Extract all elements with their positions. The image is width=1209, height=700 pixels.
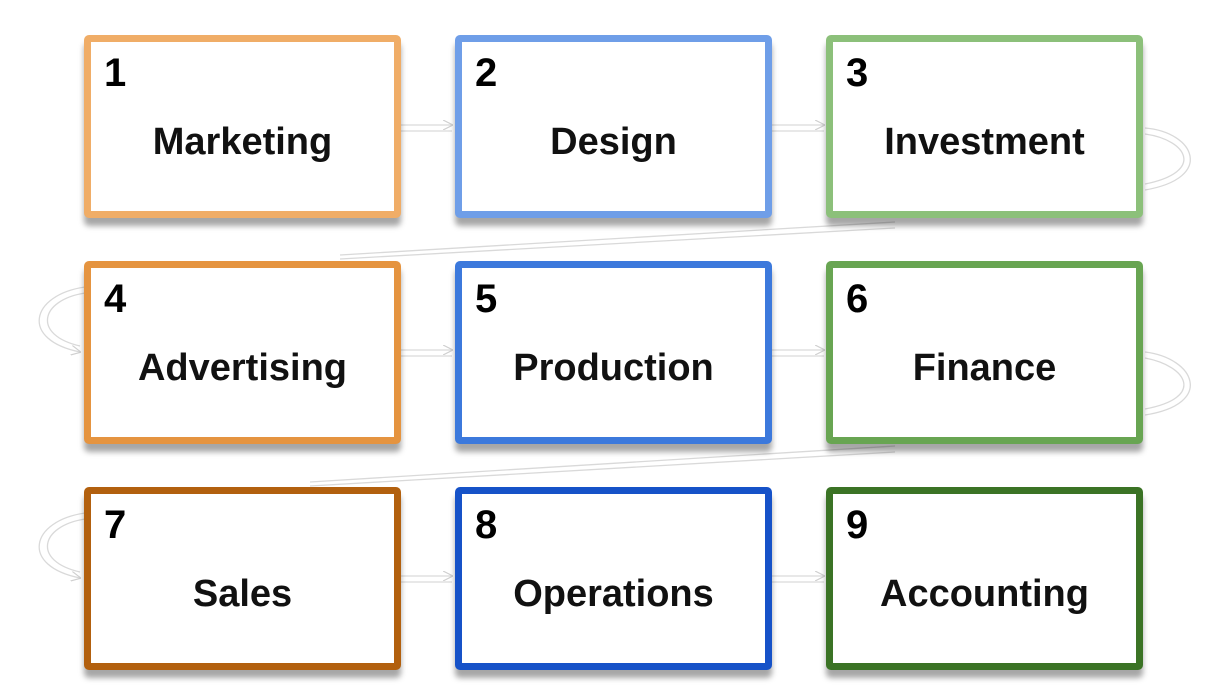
step-number: 1 — [96, 47, 144, 99]
step-number: 5 — [467, 273, 515, 325]
step-box-finance: 6 Finance — [826, 261, 1143, 444]
step-label: Marketing — [152, 121, 333, 163]
arrow-7-to-8 — [400, 576, 452, 583]
step-number: 8 — [467, 499, 515, 551]
step-box-investment: 3 Investment — [826, 35, 1143, 218]
step-label: Design — [550, 121, 677, 163]
arrow-6-to-7 — [38, 351, 1191, 578]
arrow-3-to-4 — [38, 127, 1191, 352]
arrow-8-to-9 — [772, 576, 824, 583]
step-number: 6 — [838, 273, 886, 325]
step-box-design: 2 Design — [455, 35, 772, 218]
step-number: 9 — [838, 499, 886, 551]
step-label: Operations — [513, 573, 714, 615]
arrow-2-to-3 — [772, 125, 824, 132]
step-box-marketing: 1 Marketing — [84, 35, 401, 218]
arrow-4-to-5 — [400, 350, 452, 357]
step-number: 7 — [96, 499, 144, 551]
step-label: Accounting — [880, 573, 1089, 615]
step-label: Finance — [912, 347, 1057, 389]
step-label: Sales — [192, 573, 293, 615]
step-box-accounting: 9 Accounting — [826, 487, 1143, 670]
step-number: 4 — [96, 273, 144, 325]
step-box-sales: 7 Sales — [84, 487, 401, 670]
step-label: Production — [513, 347, 714, 389]
step-label: Investment — [884, 121, 1085, 163]
step-box-advertising: 4 Advertising — [84, 261, 401, 444]
step-number: 2 — [467, 47, 515, 99]
arrow-5-to-6 — [772, 350, 824, 357]
arrow-1-to-2 — [400, 125, 452, 132]
step-label: Advertising — [137, 347, 348, 389]
step-number: 3 — [838, 47, 886, 99]
step-box-operations: 8 Operations — [455, 487, 772, 670]
step-box-production: 5 Production — [455, 261, 772, 444]
